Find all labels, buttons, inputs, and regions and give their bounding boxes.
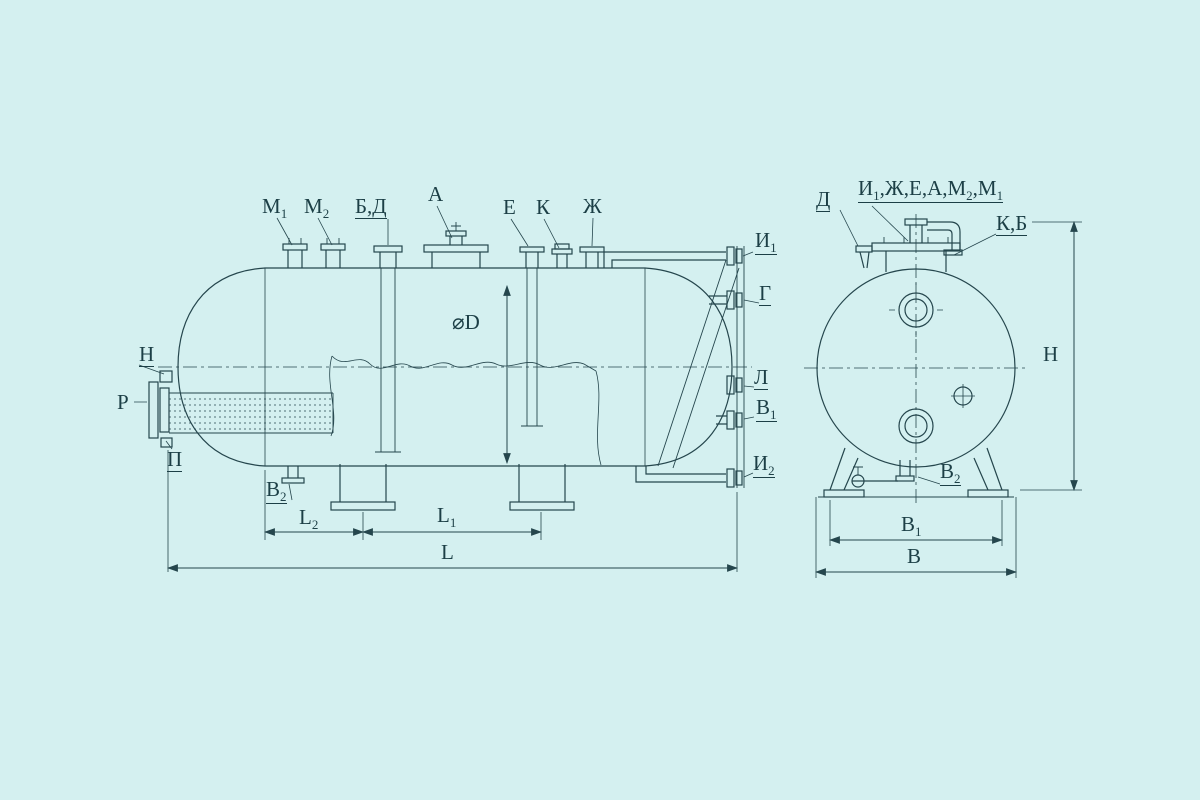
label-d: Д [816,187,831,212]
top-nozzles [282,222,605,453]
label-bd: Б,Д [355,194,387,219]
break-lines [329,355,602,466]
label-k: К [536,195,551,219]
end-nozzle-l [951,384,975,408]
saddle-supports [330,464,575,511]
label-g: Г [759,281,772,306]
label-i2: И2 [753,451,775,479]
end-nozzle-g [889,283,943,337]
dim-l1: L1 [437,503,457,531]
side-view [134,205,760,572]
bottom-nozzle-v2 [281,466,305,484]
label-kb: К,Б [996,211,1028,236]
tube-bundle [148,370,334,448]
end-view [804,205,1082,578]
label-l: Л [754,365,769,390]
label-v1: В1 [756,395,777,423]
dim-h: Н [1043,342,1059,366]
end-nozzle-v1 [898,408,934,444]
label-zh: Ж [583,194,602,218]
label-n: Н [139,342,155,367]
label-diameter: ⌀D [452,310,480,334]
label-m1: М1 [262,194,288,222]
dim-v1: В1 [901,512,922,540]
label-r: Р [117,390,129,414]
label-top-nozzle-list: И1,Ж,Е,А,М2,М1 [858,176,1004,204]
dim-l2: L2 [299,505,319,533]
dim-l: L [441,540,454,564]
end-shell [804,214,1028,505]
label-e: Е [503,195,516,219]
label-m2: М2 [304,194,330,222]
end-view-leaders [839,205,997,485]
dim-v: В [907,544,922,568]
label-v2-side: В2 [266,477,287,505]
vessel-shell [158,267,752,467]
end-top-fittings [855,218,963,272]
label-p: П [167,447,183,472]
label-v2-end: В2 [940,459,961,487]
label-i1: И1 [755,228,777,256]
right-piping [603,246,745,488]
end-dimensions [814,220,1082,578]
side-view-leaders [134,205,760,501]
end-centerlines [804,214,1028,505]
end-bottom-fittings [851,460,915,488]
length-dimensions [166,450,739,572]
label-a: А [428,182,444,206]
end-supports [818,447,1014,498]
